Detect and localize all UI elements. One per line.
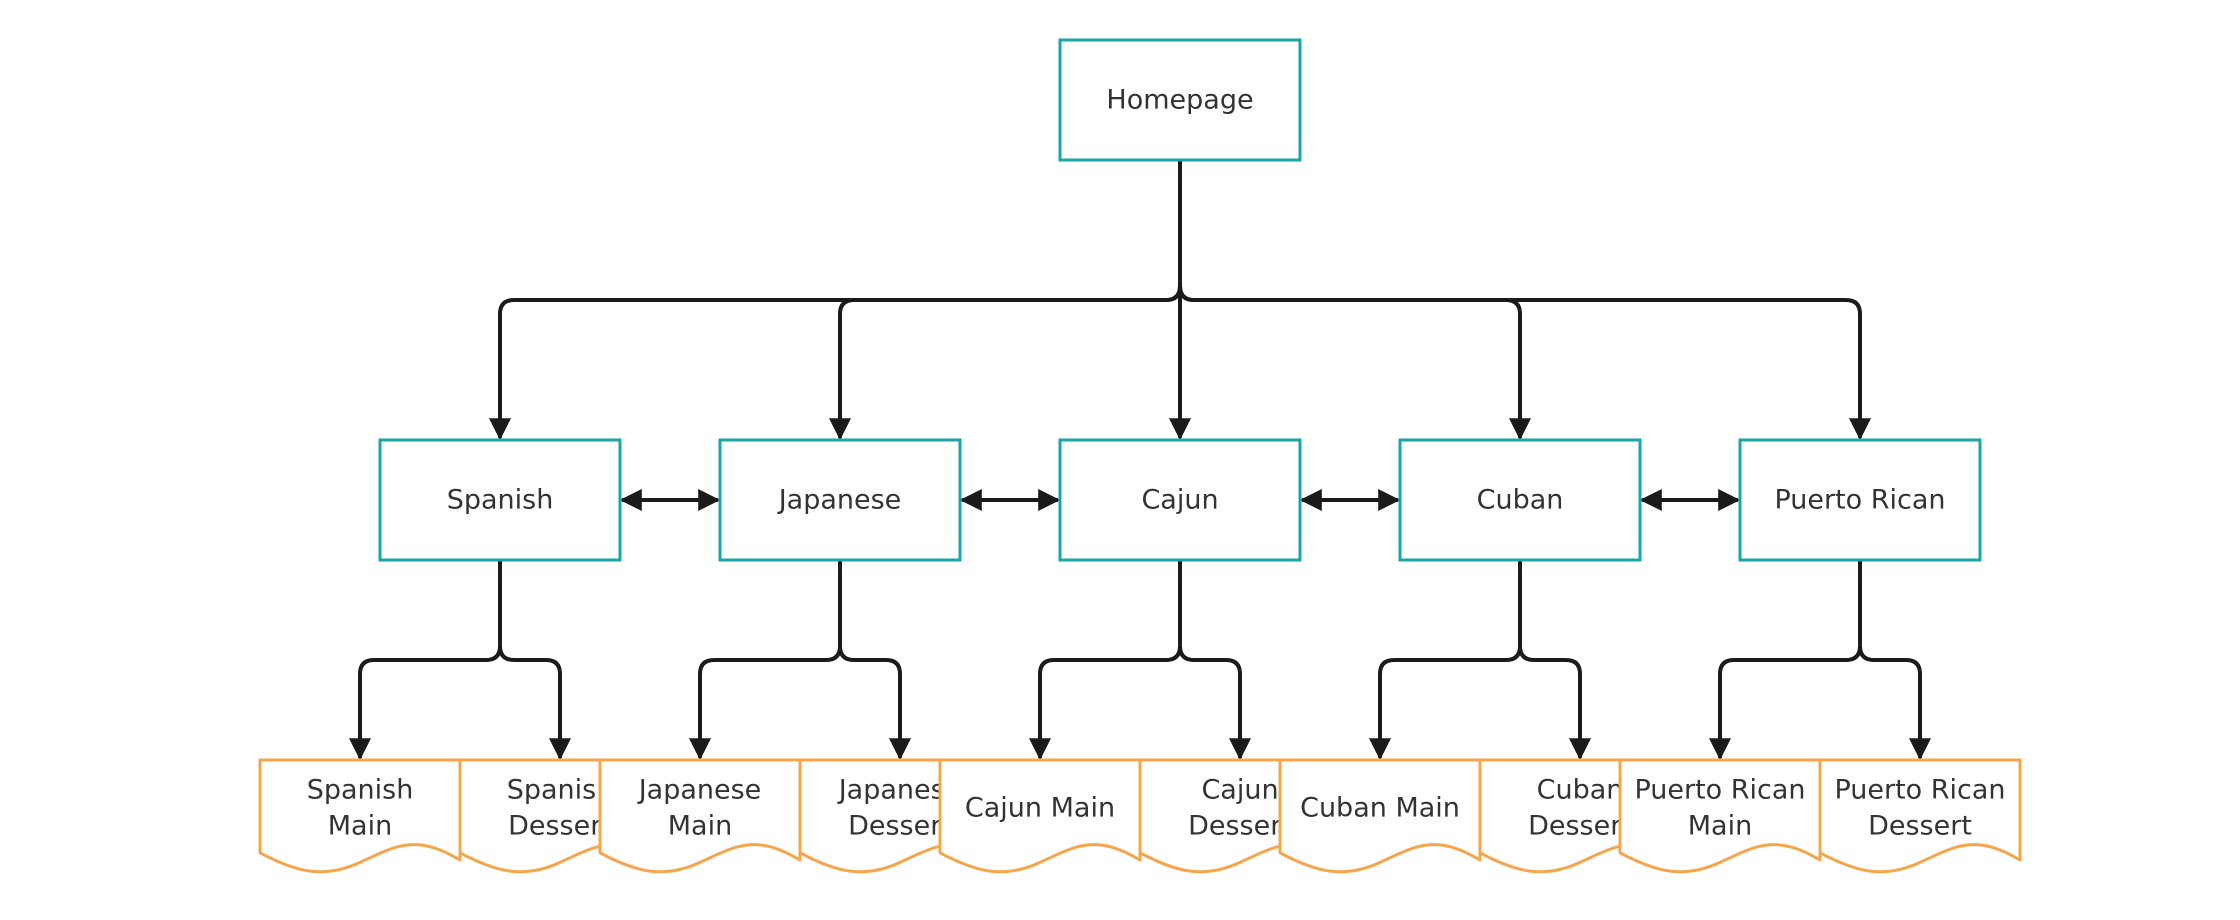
- doc-puerto-rican-dessert-label-line: Puerto Rican: [1834, 775, 2005, 806]
- doc-puerto-rican-main-label-line: Main: [1688, 811, 1752, 842]
- doc-puerto-rican-main-label-line: Puerto Rican: [1634, 775, 1805, 806]
- connector-puerto-rican-to-main: [1709, 560, 1862, 761]
- connector-japanese-to-dessert: [838, 560, 911, 761]
- homepage-box[interactable]: [1058, 38, 1302, 162]
- doc-japanese-main-label-line: Main: [668, 811, 732, 842]
- doc-spanish-main-label-line: Main: [328, 811, 392, 842]
- connector-homepage-to-puerto-rican: [1178, 160, 1871, 441]
- doc-japanese-main[interactable]: [598, 758, 802, 874]
- doc-spanish-main-label-line: Spanish: [307, 775, 414, 806]
- page-spanish[interactable]: [378, 438, 622, 562]
- page-japanese-label: Japanese: [777, 485, 902, 516]
- doc-spanish-main[interactable]: [258, 758, 462, 874]
- connectors: [349, 160, 1931, 761]
- doc-japanese-dessert-label-line: Dessert: [848, 811, 952, 842]
- page-puerto-rican-label: Puerto Rican: [1774, 485, 1945, 516]
- doc-japanese-main-label-line: Japanese: [637, 775, 762, 806]
- connector-spanish-to-dessert: [498, 560, 571, 761]
- doc-cuban-dessert-label-line: Dessert: [1528, 811, 1632, 842]
- page-cajun[interactable]: [1058, 438, 1302, 562]
- doc-puerto-rican-dessert[interactable]: [1818, 758, 2022, 874]
- homepage-box-label: Homepage: [1106, 85, 1253, 116]
- connector-spanish-to-main: [349, 560, 502, 761]
- connector-cuban-to-dessert: [1518, 560, 1591, 761]
- doc-puerto-rican-main[interactable]: [1618, 758, 1822, 874]
- doc-cuban-main[interactable]: [1278, 758, 1482, 874]
- doc-spanish-dessert-label-line: Dessert: [508, 811, 612, 842]
- page-spanish-label: Spanish: [447, 485, 554, 516]
- connector-japanese-to-main: [689, 560, 842, 761]
- doc-cajun-main-label-line: Cajun Main: [965, 793, 1115, 824]
- doc-cuban-main-label: Cuban Main: [1300, 793, 1460, 824]
- doc-cajun-dessert-label-line: Dessert: [1188, 811, 1292, 842]
- doc-puerto-rican-dessert-label-line: Dessert: [1868, 811, 1972, 842]
- doc-cuban-main-label-line: Cuban Main: [1300, 793, 1460, 824]
- page-cajun-label: Cajun: [1141, 485, 1218, 516]
- doc-cuban-dessert-label-line: Cuban: [1537, 775, 1624, 806]
- doc-cajun-main[interactable]: [938, 758, 1142, 874]
- page-puerto-rican[interactable]: [1738, 438, 1982, 562]
- connector-cuban-to-main: [1369, 560, 1522, 761]
- page-cuban[interactable]: [1398, 438, 1642, 562]
- page-cuban-label: Cuban: [1477, 485, 1564, 516]
- connector-cajun-to-dessert: [1178, 560, 1251, 761]
- connector-puerto-rican-to-dessert: [1858, 560, 1931, 761]
- page-japanese[interactable]: [718, 438, 962, 562]
- doc-cajun-dessert-label-line: Cajun: [1201, 775, 1278, 806]
- connector-homepage-to-japanese: [829, 160, 1182, 441]
- doc-spanish-dessert-label-line: Spanish: [507, 775, 614, 806]
- connector-cajun-to-main: [1029, 560, 1182, 761]
- doc-cajun-main-label: Cajun Main: [965, 793, 1115, 824]
